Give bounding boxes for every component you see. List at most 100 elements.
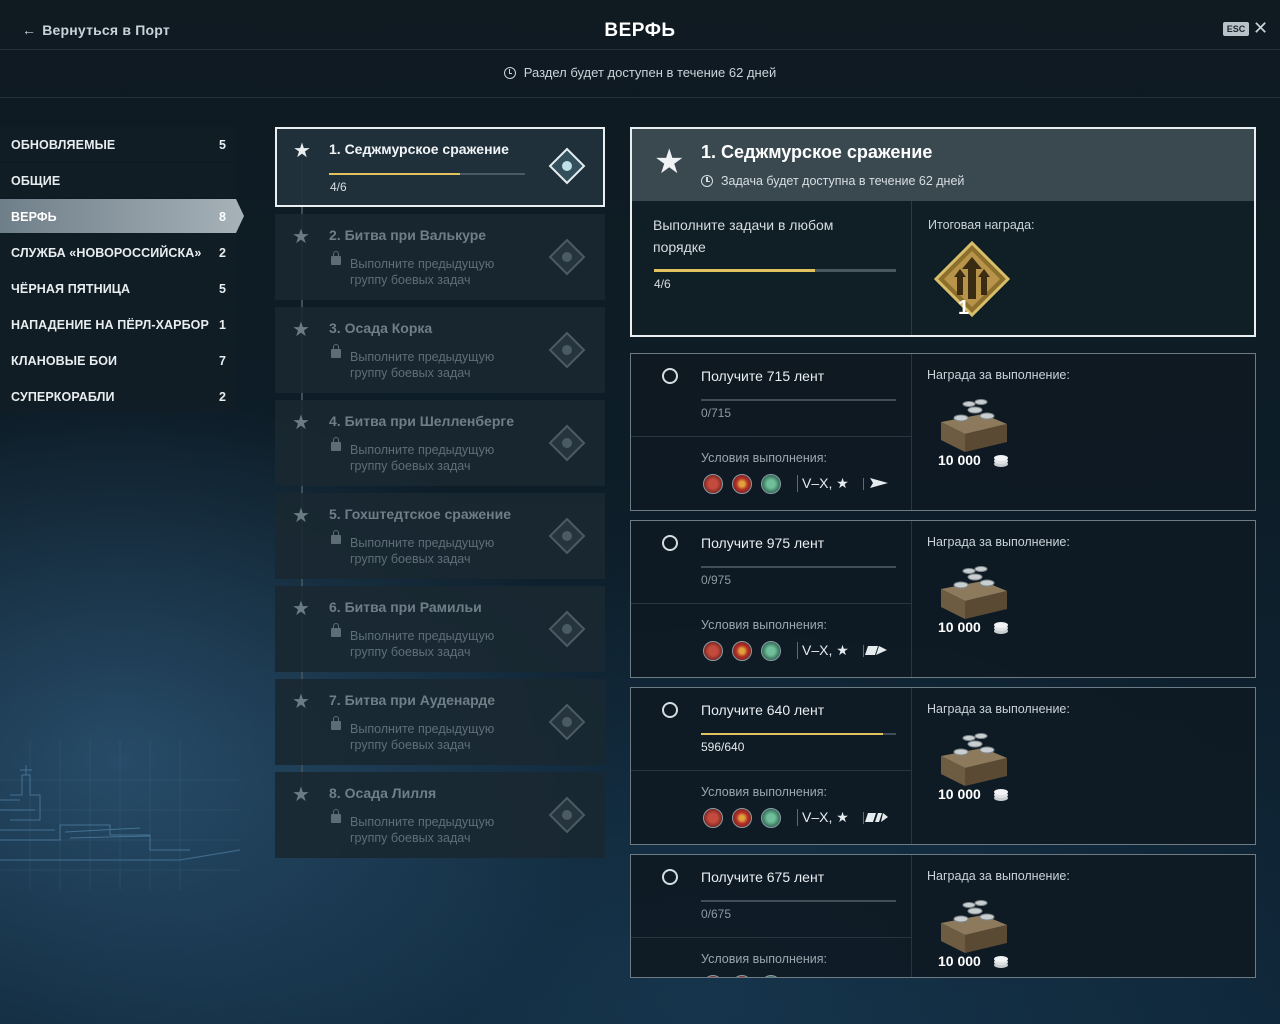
reward-label: Награда за выполнение:: [927, 869, 1070, 883]
star-icon: ★: [292, 226, 310, 248]
back-to-port-link[interactable]: ←Вернуться в Порт: [22, 22, 170, 38]
task-locked-text: Выполните предыдущую группу боевых задач: [350, 536, 495, 566]
sidebar-item-updatable[interactable]: ОБНОВЛЯЕМЫЕ 5: [0, 127, 236, 161]
subtask-card-2[interactable]: Получите 975 лент 0/975 Условия выполнен…: [630, 520, 1256, 678]
divider: [631, 937, 911, 938]
task-detail-instruction: Выполните задачи в любом порядке: [653, 217, 834, 255]
task-item-8[interactable]: ★ 8. Осада Лилля Выполните предыдущую гр…: [275, 772, 605, 858]
sidebar-item-label: ОБНОВЛЯЕМЫЕ: [11, 138, 116, 152]
subtask-card-1[interactable]: Получите 715 лент 0/715 Условия выполнен…: [630, 353, 1256, 511]
divider: [631, 603, 911, 604]
task-reward-diamond-icon: [548, 331, 586, 369]
task-name: 1. Седжмурское сражение: [329, 141, 509, 157]
task-detail-progress-text: 4/6: [654, 277, 671, 291]
star-icon: ★: [292, 598, 310, 620]
section-availability-bar: [0, 50, 1280, 98]
sidebar-item-general[interactable]: ОБЩИЕ: [0, 163, 236, 197]
sidebar-item-pearl-harbor[interactable]: НАПАДЕНИЕ НА ПЁРЛ-ХАРБОР 1: [0, 307, 236, 341]
final-reward-count: 1: [958, 297, 970, 319]
reward-amount: 10 000: [938, 786, 981, 802]
arrow-left-icon: ←: [22, 22, 37, 38]
divider: [911, 521, 912, 677]
sidebar-item-label: СУПЕРКОРАБЛИ: [11, 390, 115, 404]
sidebar-item-count: 5: [219, 138, 226, 152]
subtask-progress-bar: [701, 399, 896, 401]
subtask-progress-text: 596/640: [701, 740, 745, 754]
page-title: ВЕРФЬ: [604, 20, 676, 41]
divider: [911, 201, 912, 335]
ship-tier-range: V–X, ★: [797, 475, 849, 492]
task-item-6[interactable]: ★ 6. Битва при Рамильи Выполните предыду…: [275, 586, 605, 672]
battle-type-icon: [863, 478, 891, 490]
task-name: 2. Битва при Валькуре: [329, 227, 487, 243]
sidebar-item-count: 2: [219, 246, 226, 260]
star-icon: ★: [292, 412, 310, 434]
divider: [631, 770, 911, 771]
lock-icon: [331, 716, 341, 730]
subtask-progress-text: 0/675: [701, 907, 732, 921]
sidebar-item-shipyard[interactable]: ВЕРФЬ 8: [0, 199, 244, 233]
task-item-3[interactable]: ★ 3. Осада Корка Выполните предыдущую гр…: [275, 307, 605, 393]
credits-icon: [994, 956, 1008, 968]
subtask-name: Получите 675 лент: [701, 869, 825, 885]
ship-blueprint-background: [0, 740, 240, 890]
sidebar-item-black-friday[interactable]: ЧЁРНАЯ ПЯТНИЦА 5: [0, 271, 236, 305]
subtask-status-radio[interactable]: [662, 535, 678, 551]
subtask-status-radio[interactable]: [662, 869, 678, 885]
task-detail-progress-bar: [654, 269, 896, 272]
task-reward-diamond-icon: [548, 517, 586, 555]
lock-icon: [331, 530, 341, 544]
subtask-card-3[interactable]: Получите 640 лент 596/640 Условия выполн…: [630, 687, 1256, 845]
close-icon[interactable]: ✕: [1253, 18, 1269, 38]
task-detail-header: ★ 1. Седжмурское сражение Задача будет д…: [632, 129, 1254, 201]
reward-label: Награда за выполнение:: [927, 535, 1070, 549]
section-availability: Раздел будет доступен в течение 62 дней: [0, 65, 1280, 80]
reward-label: Награда за выполнение:: [927, 702, 1070, 716]
star-icon: ★: [292, 319, 310, 341]
credits-crate-icon: [941, 566, 1007, 619]
divider: [911, 855, 912, 977]
credits-icon: [994, 622, 1008, 634]
task-locked-text: Выполните предыдущую группу боевых задач: [350, 815, 495, 845]
star-icon: ★: [292, 505, 310, 527]
sidebar-item-superships[interactable]: СУПЕРКОРАБЛИ 2: [0, 379, 236, 413]
task-reward-diamond-icon: [548, 703, 586, 741]
reward-amount: 10 000: [938, 452, 981, 468]
conditions-label: Условия выполнения:: [701, 785, 827, 799]
star-icon: ★: [292, 784, 310, 806]
task-item-1[interactable]: ★ 1. Седжмурское сражение 4/6: [275, 127, 605, 207]
battle-type-icon: [863, 645, 891, 657]
sidebar-item-clan-battles[interactable]: КЛАНОВЫЕ БОИ 7: [0, 343, 236, 377]
task-reward-diamond-icon: [548, 424, 586, 462]
nation-flag-icon: [761, 641, 781, 661]
task-item-4[interactable]: ★ 4. Битва при Шелленберге Выполните пре…: [275, 400, 605, 486]
reward-amount: 10 000: [938, 953, 981, 969]
clock-icon: [503, 67, 516, 79]
sidebar-item-label: ОБЩИЕ: [11, 174, 61, 188]
subtask-status-radio[interactable]: [662, 368, 678, 384]
task-name: 8. Осада Лилля: [329, 785, 437, 801]
subtask-progress-bar: [701, 900, 896, 902]
task-locked-text: Выполните предыдущую группу боевых задач: [350, 722, 495, 752]
sidebar-item-label: СЛУЖБА «НОВОРОССИЙСКА»: [11, 246, 202, 260]
nation-flag-icon: [732, 474, 752, 494]
task-item-7[interactable]: ★ 7. Битва при Ауденарде Выполните преды…: [275, 679, 605, 765]
sidebar-item-label: КЛАНОВЫЕ БОИ: [11, 354, 118, 368]
task-item-5[interactable]: ★ 5. Гохштедтское сражение Выполните пре…: [275, 493, 605, 579]
nation-flag-icon: [703, 474, 723, 494]
task-detail-availability-text: Задача будет доступна в течение 62 дней: [721, 174, 965, 188]
task-locked-text: Выполните предыдущую группу боевых задач: [350, 443, 495, 473]
lock-icon: [331, 623, 341, 637]
task-detail-title: 1. Седжмурское сражение: [701, 142, 933, 162]
subtask-card-4[interactable]: Получите 675 лент 0/675 Условия выполнен…: [630, 854, 1256, 978]
task-item-2[interactable]: ★ 2. Битва при Валькуре Выполните предыд…: [275, 214, 605, 300]
subtask-progress-text: 0/975: [701, 573, 732, 587]
task-locked-text: Выполните предыдущую группу боевых задач: [350, 629, 495, 659]
task-progress-bar: [329, 173, 525, 175]
task-progress-text: 4/6: [330, 180, 347, 194]
reward-amount: 10 000: [938, 619, 981, 635]
sidebar-item-novorossiysk-service[interactable]: СЛУЖБА «НОВОРОССИЙСКА» 2: [0, 235, 236, 269]
star-icon: ★: [293, 140, 311, 162]
subtask-status-radio[interactable]: [662, 702, 678, 718]
credits-icon: [994, 455, 1008, 467]
